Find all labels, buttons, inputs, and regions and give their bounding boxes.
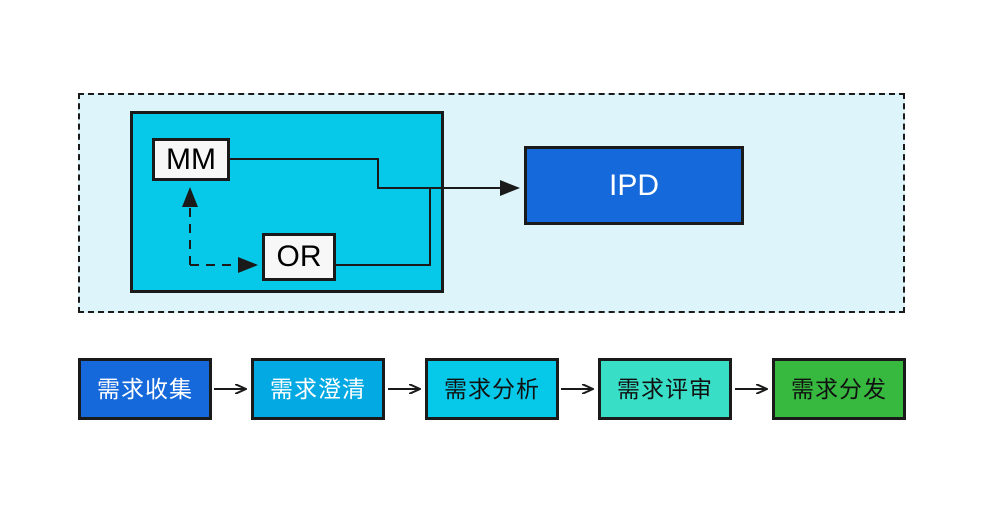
node-or-label: OR: [276, 240, 322, 273]
flow-step-4[interactable]: 需求评审: [598, 358, 732, 420]
flow-step-1-label: 需求收集: [97, 375, 193, 402]
node-or[interactable]: OR: [262, 233, 336, 281]
flow-step-3[interactable]: 需求分析: [425, 358, 559, 420]
flow-step-1[interactable]: 需求收集: [78, 358, 212, 420]
node-ipd-label: IPD: [608, 168, 659, 202]
flow-step-3-label: 需求分析: [444, 375, 540, 402]
flow-step-5[interactable]: 需求分发: [772, 358, 906, 420]
node-ipd[interactable]: IPD: [524, 146, 744, 225]
flow-step-2-label: 需求澄清: [270, 375, 366, 402]
node-mm-label: MM: [166, 142, 216, 176]
flow-step-2[interactable]: 需求澄清: [251, 358, 385, 420]
requirement-flow-row: 需求收集 需求澄清 需求分析 需求评审 需求分发: [78, 358, 906, 420]
flow-step-4-label: 需求评审: [617, 375, 713, 402]
node-mm[interactable]: MM: [152, 138, 230, 181]
flow-step-5-label: 需求分发: [791, 375, 887, 402]
